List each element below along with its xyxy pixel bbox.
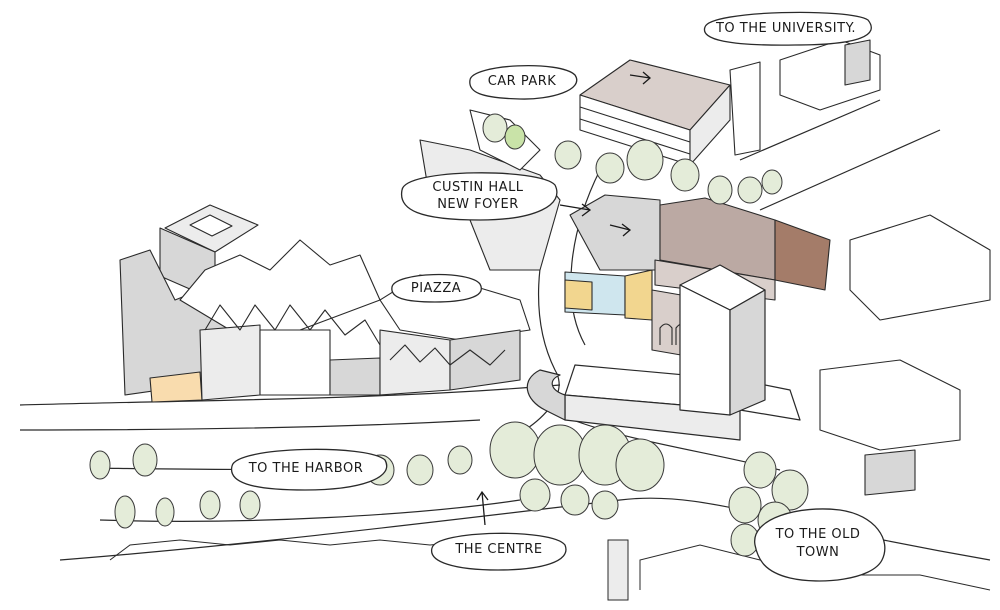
arrow [629,71,651,85]
south-centre-block [607,539,629,601]
label-piazza: PIAZZA [391,273,483,303]
label-to-the-university: TO THE UNIVERSITY. [703,11,872,46]
label-the-centre: THE CENTRE [431,532,567,571]
label-to-the-old-town: TO THE OLD TOWN [754,508,886,582]
tree [591,490,619,520]
tree [89,450,111,480]
tree [670,158,700,192]
label-car-park: CAR PARK [469,64,578,100]
east-block-1 [849,214,991,321]
label-bubbles: TO THE UNIVERSITY. CAR PARK CUSTIN HALL … [230,11,886,582]
tree [155,497,175,527]
label-bubble-outline [703,11,872,46]
west-terrace-buildings [119,204,381,403]
label-hall-new-foyer: CUSTIN HALL NEW FOYER [400,172,558,221]
label-text: TO THE HARBOR [248,461,364,476]
label-text-line-1: CUSTIN HALL [432,180,523,195]
arrow [476,490,489,526]
piazza-quarter-buildings [379,109,561,396]
curving-street-east-edge [570,169,601,346]
label-text-line-2: TOWN [796,545,840,560]
tree [595,152,625,184]
piazza-rooflines [389,344,506,366]
tree [447,445,473,475]
tree [489,421,541,479]
hall-foyer-yellow-panel [564,279,593,311]
tree [737,176,763,204]
hall-foyer-roof-shell [569,194,661,271]
label-text: TO THE UNIVERSITY. [715,21,856,36]
hall-yellow-wing [624,269,653,321]
west-terrace-facade-2 [259,329,331,396]
tree [626,139,664,181]
plaza-curve [526,369,566,421]
label-bubble-outline [230,448,388,491]
piazza-building-facade [379,329,451,396]
tree [199,490,221,520]
tree [114,495,136,529]
tree [707,175,733,205]
label-text-line-1: TO THE OLD [775,527,861,542]
label-bubble-outline [469,64,578,100]
car-park-building [579,59,761,166]
label-bubble-outline [391,273,483,303]
tree [615,438,665,492]
car-park-level-2 [579,118,691,155]
label-text: CAR PARK [488,74,557,89]
tree [560,484,590,516]
label-text: PIAZZA [411,281,461,296]
car-park-level-1 [579,106,691,143]
tree [743,451,777,489]
east-road-north-edge [739,99,881,161]
north-east-buildings [779,39,991,496]
west-tower-rooftop-box [189,214,233,237]
car-park-side [689,84,731,166]
label-bubble-outline [431,532,567,571]
east-block-2 [819,359,961,451]
label-bubble-outline [400,172,558,221]
tree [533,424,587,486]
concert-hall-east-roof [774,219,831,291]
main-road-north-edge [19,384,561,406]
tree [132,443,158,477]
tree [728,486,762,524]
tree [519,478,551,512]
west-terrace-facade-3 [329,357,381,396]
label-bubble-outline [754,508,886,582]
arrow [609,223,632,237]
tree [406,454,434,486]
tower-east-face [729,289,766,416]
tower-and-podium [526,264,801,441]
north-east-block-2 [844,39,871,86]
tree [761,169,783,195]
university-ramp [729,61,761,156]
tree [771,469,809,511]
east-block-3 [864,449,916,496]
tree [554,140,582,170]
direction-arrows [476,71,651,526]
main-road-south-edge [19,419,481,431]
east-road-south-edge [759,129,941,211]
tree-bright [504,124,526,150]
west-terrace-rooflines [204,304,381,346]
arrow [559,203,592,217]
west-terrace-facade-1 [199,324,261,401]
label-text-line-2: NEW FOYER [437,197,519,212]
piazza-building-east [449,329,521,391]
label-text: THE CENTRE [454,542,542,557]
tree [239,490,261,520]
label-to-the-harbor: TO THE HARBOR [230,448,388,491]
trees [89,113,809,557]
tree [482,113,508,143]
